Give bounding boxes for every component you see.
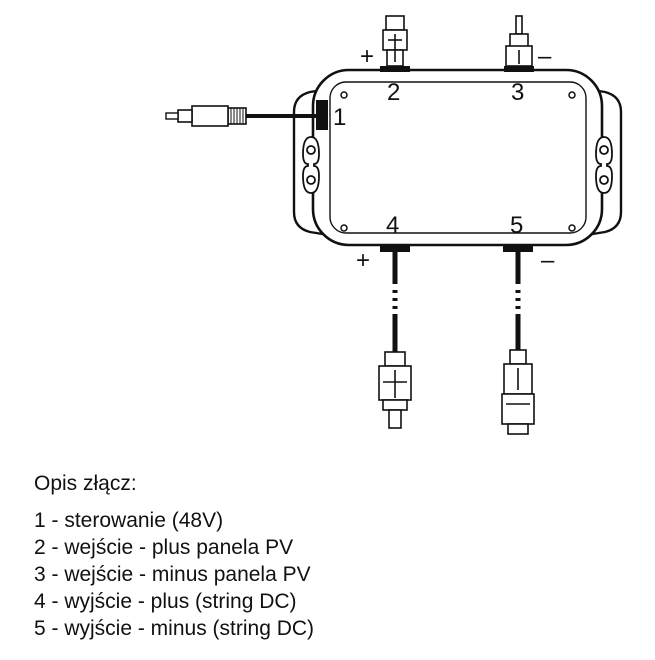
- keyhole-slot-left: [302, 136, 320, 194]
- connector-3-plug: [505, 15, 533, 67]
- screw-top-left: [340, 91, 348, 99]
- connector-legend: Opis złącz: 1 - sterowanie (48V) 2 - wej…: [34, 470, 314, 642]
- connector-4-cable: [378, 252, 412, 429]
- connector-2-plug: [382, 15, 408, 67]
- screw-bottom-right: [568, 224, 576, 232]
- screw-top-right: [568, 91, 576, 99]
- connector-5-label: 5: [510, 212, 523, 239]
- connector-3-label: 3: [511, 79, 524, 106]
- connector-5-base: [503, 244, 533, 252]
- keyhole-slot-right: [595, 136, 613, 194]
- legend-item: 4 - wyjście - plus (string DC): [34, 590, 297, 613]
- legend-item: 5 - wyjście - minus (string DC): [34, 617, 315, 640]
- connector-5-cable: [501, 252, 535, 435]
- connector-4-label: 4: [386, 212, 399, 239]
- connector-1-control-cable: [165, 100, 328, 130]
- legend-item: 2 - wejście - plus panela PV: [34, 536, 294, 559]
- connector-5-polarity: –: [541, 247, 555, 274]
- connector-2-label: 2: [387, 79, 400, 106]
- housing-inner: [329, 81, 587, 234]
- screw-bottom-left: [340, 224, 348, 232]
- legend-title: Opis złącz:: [34, 472, 137, 495]
- connector-4-polarity: +: [356, 247, 370, 274]
- junction-box-diagram: 1 2 3 4 5 + – + –: [165, 15, 623, 435]
- connector-3-polarity: –: [538, 43, 552, 70]
- housing-outer: [311, 68, 604, 247]
- junction-box: [292, 66, 623, 252]
- legend-item: 3 - wejście - minus panela PV: [34, 563, 311, 586]
- connector-2-base: [380, 66, 410, 72]
- connector-4-base: [380, 244, 410, 252]
- connector-1-label: 1: [333, 104, 346, 131]
- connector-3-base: [504, 66, 534, 72]
- connector-2-polarity: +: [360, 43, 374, 70]
- legend-item: 1 - sterowanie (48V): [34, 509, 224, 532]
